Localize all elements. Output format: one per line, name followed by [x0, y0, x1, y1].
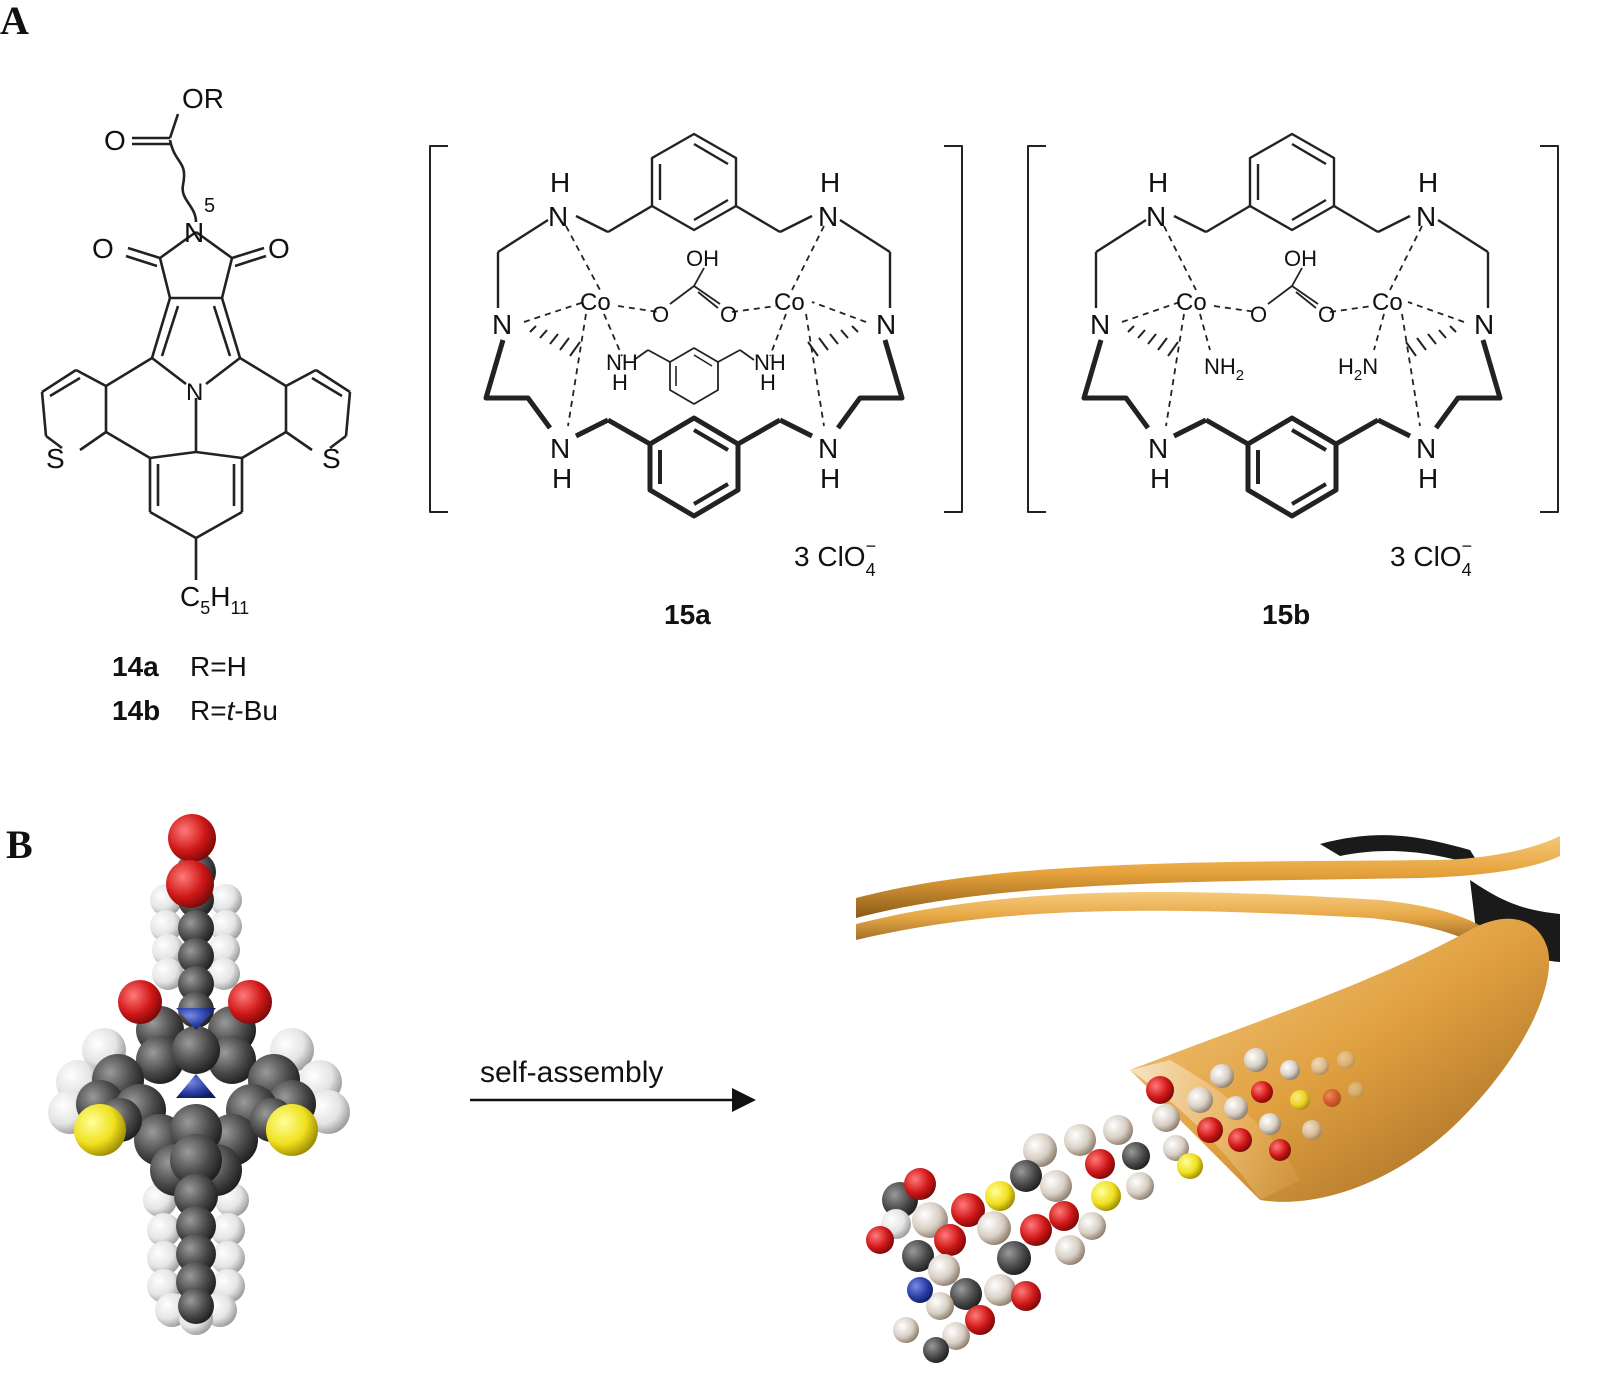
nh-bottom-left-h-15b: H: [1150, 463, 1170, 494]
n-tertiary-right: N: [876, 309, 896, 340]
carbonyl-o-label: O: [104, 125, 126, 156]
compound-15a-id: 15a: [664, 599, 711, 630]
co-right: Co: [774, 289, 805, 316]
nh-bottom-left-h: H: [552, 463, 572, 494]
compound-15a-structure: [429, 132, 963, 519]
nh-top-right-n: N: [818, 201, 838, 232]
nh-bottom-right-n: N: [818, 433, 838, 464]
nh-bottom-right-n-15b: N: [1416, 433, 1436, 464]
nanotube-illustration: [856, 835, 1560, 1363]
n-tertiary-right-15b: N: [1474, 309, 1494, 340]
nh-bottom-right-h: H: [820, 463, 840, 494]
oxygen-atoms: [118, 814, 272, 1024]
caption-14b-id: 14b: [112, 695, 160, 726]
nh-bottom-left-n-15b: N: [1148, 433, 1168, 464]
counterion-15a: 3 ClO4−: [794, 536, 876, 580]
tube-dark-top: [1320, 835, 1480, 866]
n-tertiary-left: N: [492, 309, 512, 340]
compound-15b-coordination-bonds: [1121, 225, 1465, 427]
carbon-atoms: [76, 852, 316, 1324]
caption-14a-r: R=H: [190, 651, 247, 682]
nh-bottom-left-n: N: [550, 433, 570, 464]
co-left-15b: Co: [1176, 289, 1207, 316]
compound-14-structure: [40, 113, 352, 580]
carbonate-o-left: O: [652, 302, 669, 327]
compound-15a-coordination-bonds: [523, 225, 867, 427]
n-tertiary-left-15b: N: [1090, 309, 1110, 340]
carbonate-oh: OH: [686, 246, 719, 271]
inner-nh-left-h: H: [612, 370, 628, 395]
carbonate-o-left-15b: O: [1250, 302, 1267, 327]
or-label: OR: [182, 83, 224, 114]
nh-top-right-h: H: [820, 167, 840, 198]
imide-o-left-label: O: [92, 233, 114, 264]
compound-15a-labels: H N H N N N Co Co O O OH NH H NH H N H N…: [492, 167, 896, 630]
compound-15b-id: 15b: [1262, 599, 1310, 630]
caption-14a-id: 14a: [112, 651, 159, 682]
s-right-label: S: [322, 443, 341, 474]
co-right-15b: Co: [1372, 289, 1403, 316]
carbonate-oh-15b: OH: [1284, 246, 1317, 271]
nitrogen-atoms: [176, 1008, 216, 1098]
counterion-15b: 3 ClO4−: [1390, 536, 1472, 580]
caption-14b-r: R=t-Bu: [190, 695, 278, 726]
carbonate-o-right-15b: O: [1318, 302, 1335, 327]
inner-nh-right: NH: [754, 350, 786, 375]
inner-nh-left: NH: [606, 350, 638, 375]
nh-top-left-n: N: [548, 201, 568, 232]
nh-top-right-n-15b: N: [1416, 201, 1436, 232]
compound-15b-hashed-bonds: [1127, 325, 1457, 357]
panel-label-b: B: [6, 822, 33, 867]
compound-14-labels: OR O 5 N O O N S S C5H11 14a R=H 14b R=t…: [46, 83, 341, 726]
compound-15a-hashed-bonds: [529, 325, 859, 357]
nh-top-left-h: H: [550, 167, 570, 198]
inner-nh-right-h: H: [760, 370, 776, 395]
compound-15b-structure: [1027, 132, 1559, 519]
space-filling-model: [48, 814, 350, 1335]
self-assembly-arrow: self-assembly: [470, 1056, 756, 1112]
sulfur-atoms: [74, 1104, 318, 1156]
nh-top-left-n-15b: N: [1146, 201, 1166, 232]
nh2-left-of-right-co: H2N: [1338, 354, 1378, 384]
chain-count-label: 5: [204, 195, 215, 217]
carbonate-o-right: O: [720, 302, 737, 327]
center-n-label: N: [186, 379, 203, 406]
nh-top-right-h-15b: H: [1418, 167, 1438, 198]
nh-top-left-h-15b: H: [1148, 167, 1168, 198]
imide-o-right-label: O: [268, 233, 290, 264]
tube-ribbon-middle: [856, 891, 1488, 946]
nh2-right-of-left-co: NH2: [1204, 354, 1244, 384]
assembled-molecules: [866, 1048, 1364, 1363]
compound-15b-labels: H N H N N N Co Co O O OH NH2 H2N N H N H…: [1090, 167, 1494, 630]
co-left: Co: [580, 289, 611, 316]
tube-ribbon-top: [856, 836, 1560, 918]
panel-label-a: A: [0, 0, 29, 43]
nh-bottom-right-h-15b: H: [1418, 463, 1438, 494]
pentyl-label: C5H11: [180, 581, 249, 618]
self-assembly-label: self-assembly: [480, 1056, 663, 1089]
imide-n-label: N: [184, 217, 204, 248]
s-left-label: S: [46, 443, 65, 474]
